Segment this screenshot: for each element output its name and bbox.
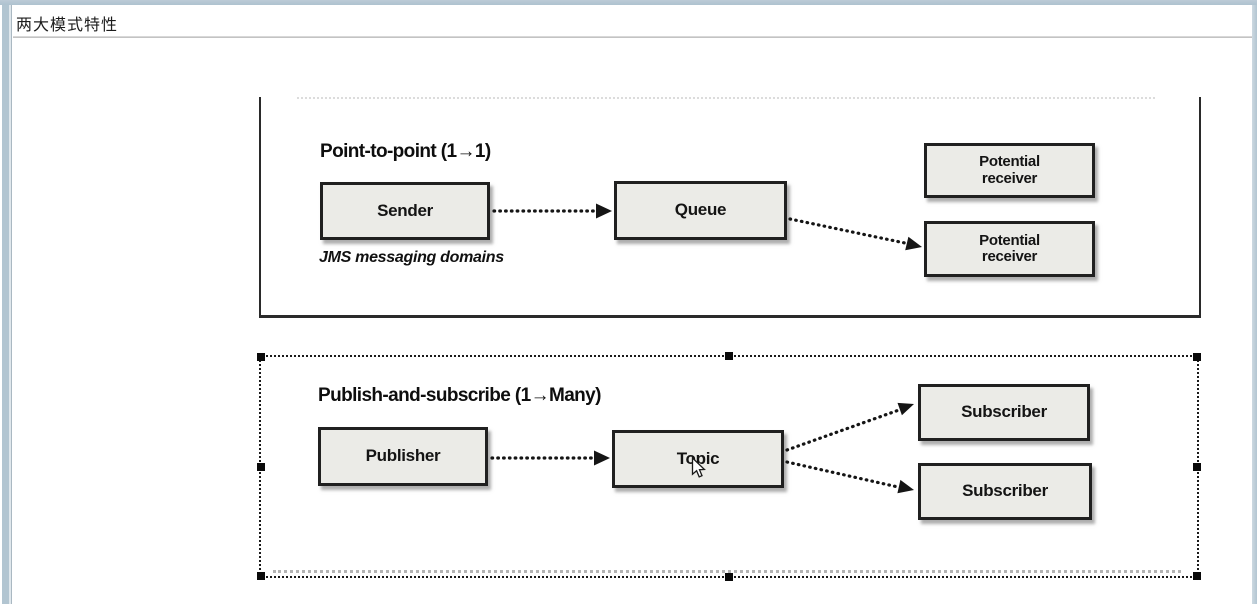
arrowhead-sender-to-queue (596, 203, 612, 219)
node-topic-label: Topic (676, 448, 720, 468)
node-potential-receiver-bottom: Potential receiver (924, 221, 1095, 277)
figure1-caption: JMS messaging domains (319, 249, 504, 266)
node-potential-receiver-bottom-label: Potential receiver (979, 231, 1040, 265)
arrowhead-topic-to-subscriber-bottom (897, 479, 914, 494)
window-border-left (0, 5, 12, 604)
arrow-topic-to-subscriber-top (785, 408, 901, 452)
selection-handle-bottom-middle[interactable] (725, 573, 733, 581)
node-subscriber-bottom-label: Subscriber (962, 481, 1048, 501)
node-publisher: Publisher (318, 427, 488, 486)
node-queue: Queue (614, 181, 787, 240)
arrow-topic-to-subscriber-bottom (785, 460, 900, 489)
node-publisher-label: Publisher (365, 446, 441, 466)
page-title: 两大模式特性 (16, 17, 119, 34)
figure-publish-subscribe[interactable]: Publish-and-subscribe (1→Many) Publisher… (257, 352, 1201, 581)
window-border-right (1252, 5, 1257, 604)
selection-handle-top-left[interactable] (257, 353, 265, 361)
node-subscriber-bottom: Subscriber (918, 463, 1092, 520)
figure2-bottom-dotted-guide (273, 570, 1181, 573)
node-subscriber-top: Subscriber (918, 384, 1090, 441)
figure2-heading: Publish-and-subscribe (1→Many) (318, 385, 601, 406)
node-potential-receiver-top: Potential receiver (924, 143, 1095, 198)
figure-point-to-point[interactable]: Point-to-point (1→1) Sender Queue Potent… (259, 97, 1201, 318)
mouse-cursor-icon (691, 457, 706, 478)
selection-handle-top-right[interactable] (1193, 353, 1201, 361)
node-topic: Topic (612, 430, 784, 488)
node-sender-label: Sender (377, 200, 433, 220)
selection-handle-middle-left[interactable] (257, 462, 265, 471)
title-divider (13, 36, 1252, 38)
selection-handle-top-middle[interactable] (725, 352, 733, 360)
arrowhead-queue-to-receiver (905, 236, 922, 251)
node-subscriber-top-label: Subscriber (961, 402, 1047, 422)
figure-top-dotted-guide (297, 97, 1155, 99)
arrow-queue-to-receiver (788, 217, 907, 245)
arrowhead-publisher-to-topic (594, 450, 610, 466)
selection-handle-middle-right[interactable] (1193, 462, 1201, 471)
arrowhead-topic-to-subscriber-top (897, 402, 914, 416)
node-potential-receiver-top-label: Potential receiver (979, 153, 1040, 187)
node-queue-label: Queue (674, 200, 727, 220)
window-border-top (0, 0, 1257, 5)
selection-handle-bottom-right[interactable] (1193, 572, 1201, 580)
figure1-heading: Point-to-point (1→1) (320, 141, 491, 162)
node-sender: Sender (320, 182, 490, 240)
selection-handle-bottom-left[interactable] (257, 572, 265, 580)
